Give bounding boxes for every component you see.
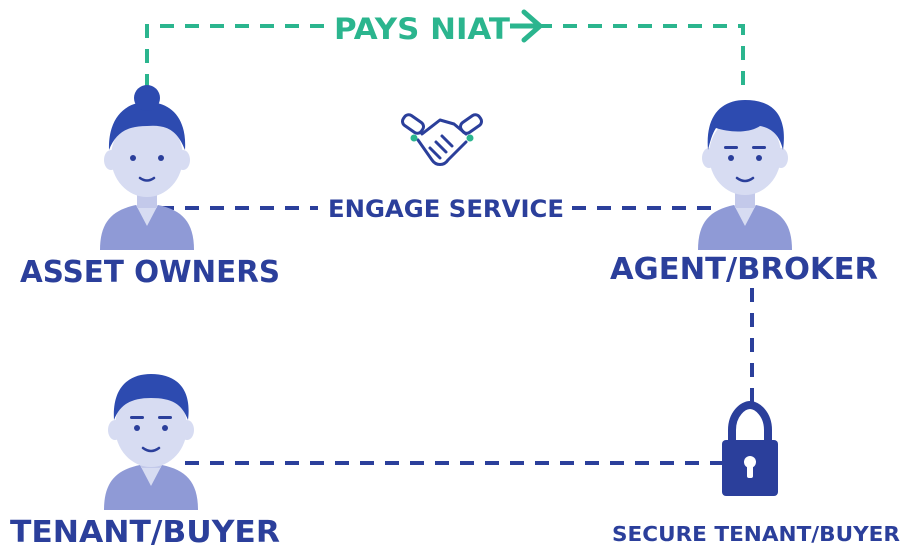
tenant-buyer-avatar: [104, 374, 198, 510]
handshake-icon: [401, 113, 483, 166]
agent-broker-label: AGENT/BROKER: [610, 252, 878, 287]
arrow-right-icon: [510, 9, 543, 43]
tenant-buyer-label: TENANT/BUYER: [10, 515, 280, 549]
agent-broker-avatar: [698, 100, 792, 250]
engage-service-label: ENGAGE SERVICE: [328, 195, 564, 223]
lock-icon: [722, 400, 778, 496]
asset-owner-avatar: [100, 85, 194, 250]
secure-tenant-buyer-label: SECURE TENANT/BUYER: [612, 522, 900, 546]
pays-label: PAYS NIAT: [334, 12, 510, 46]
asset-owners-label: ASSET OWNERS: [20, 255, 280, 290]
pays-connector: [145, 24, 745, 88]
